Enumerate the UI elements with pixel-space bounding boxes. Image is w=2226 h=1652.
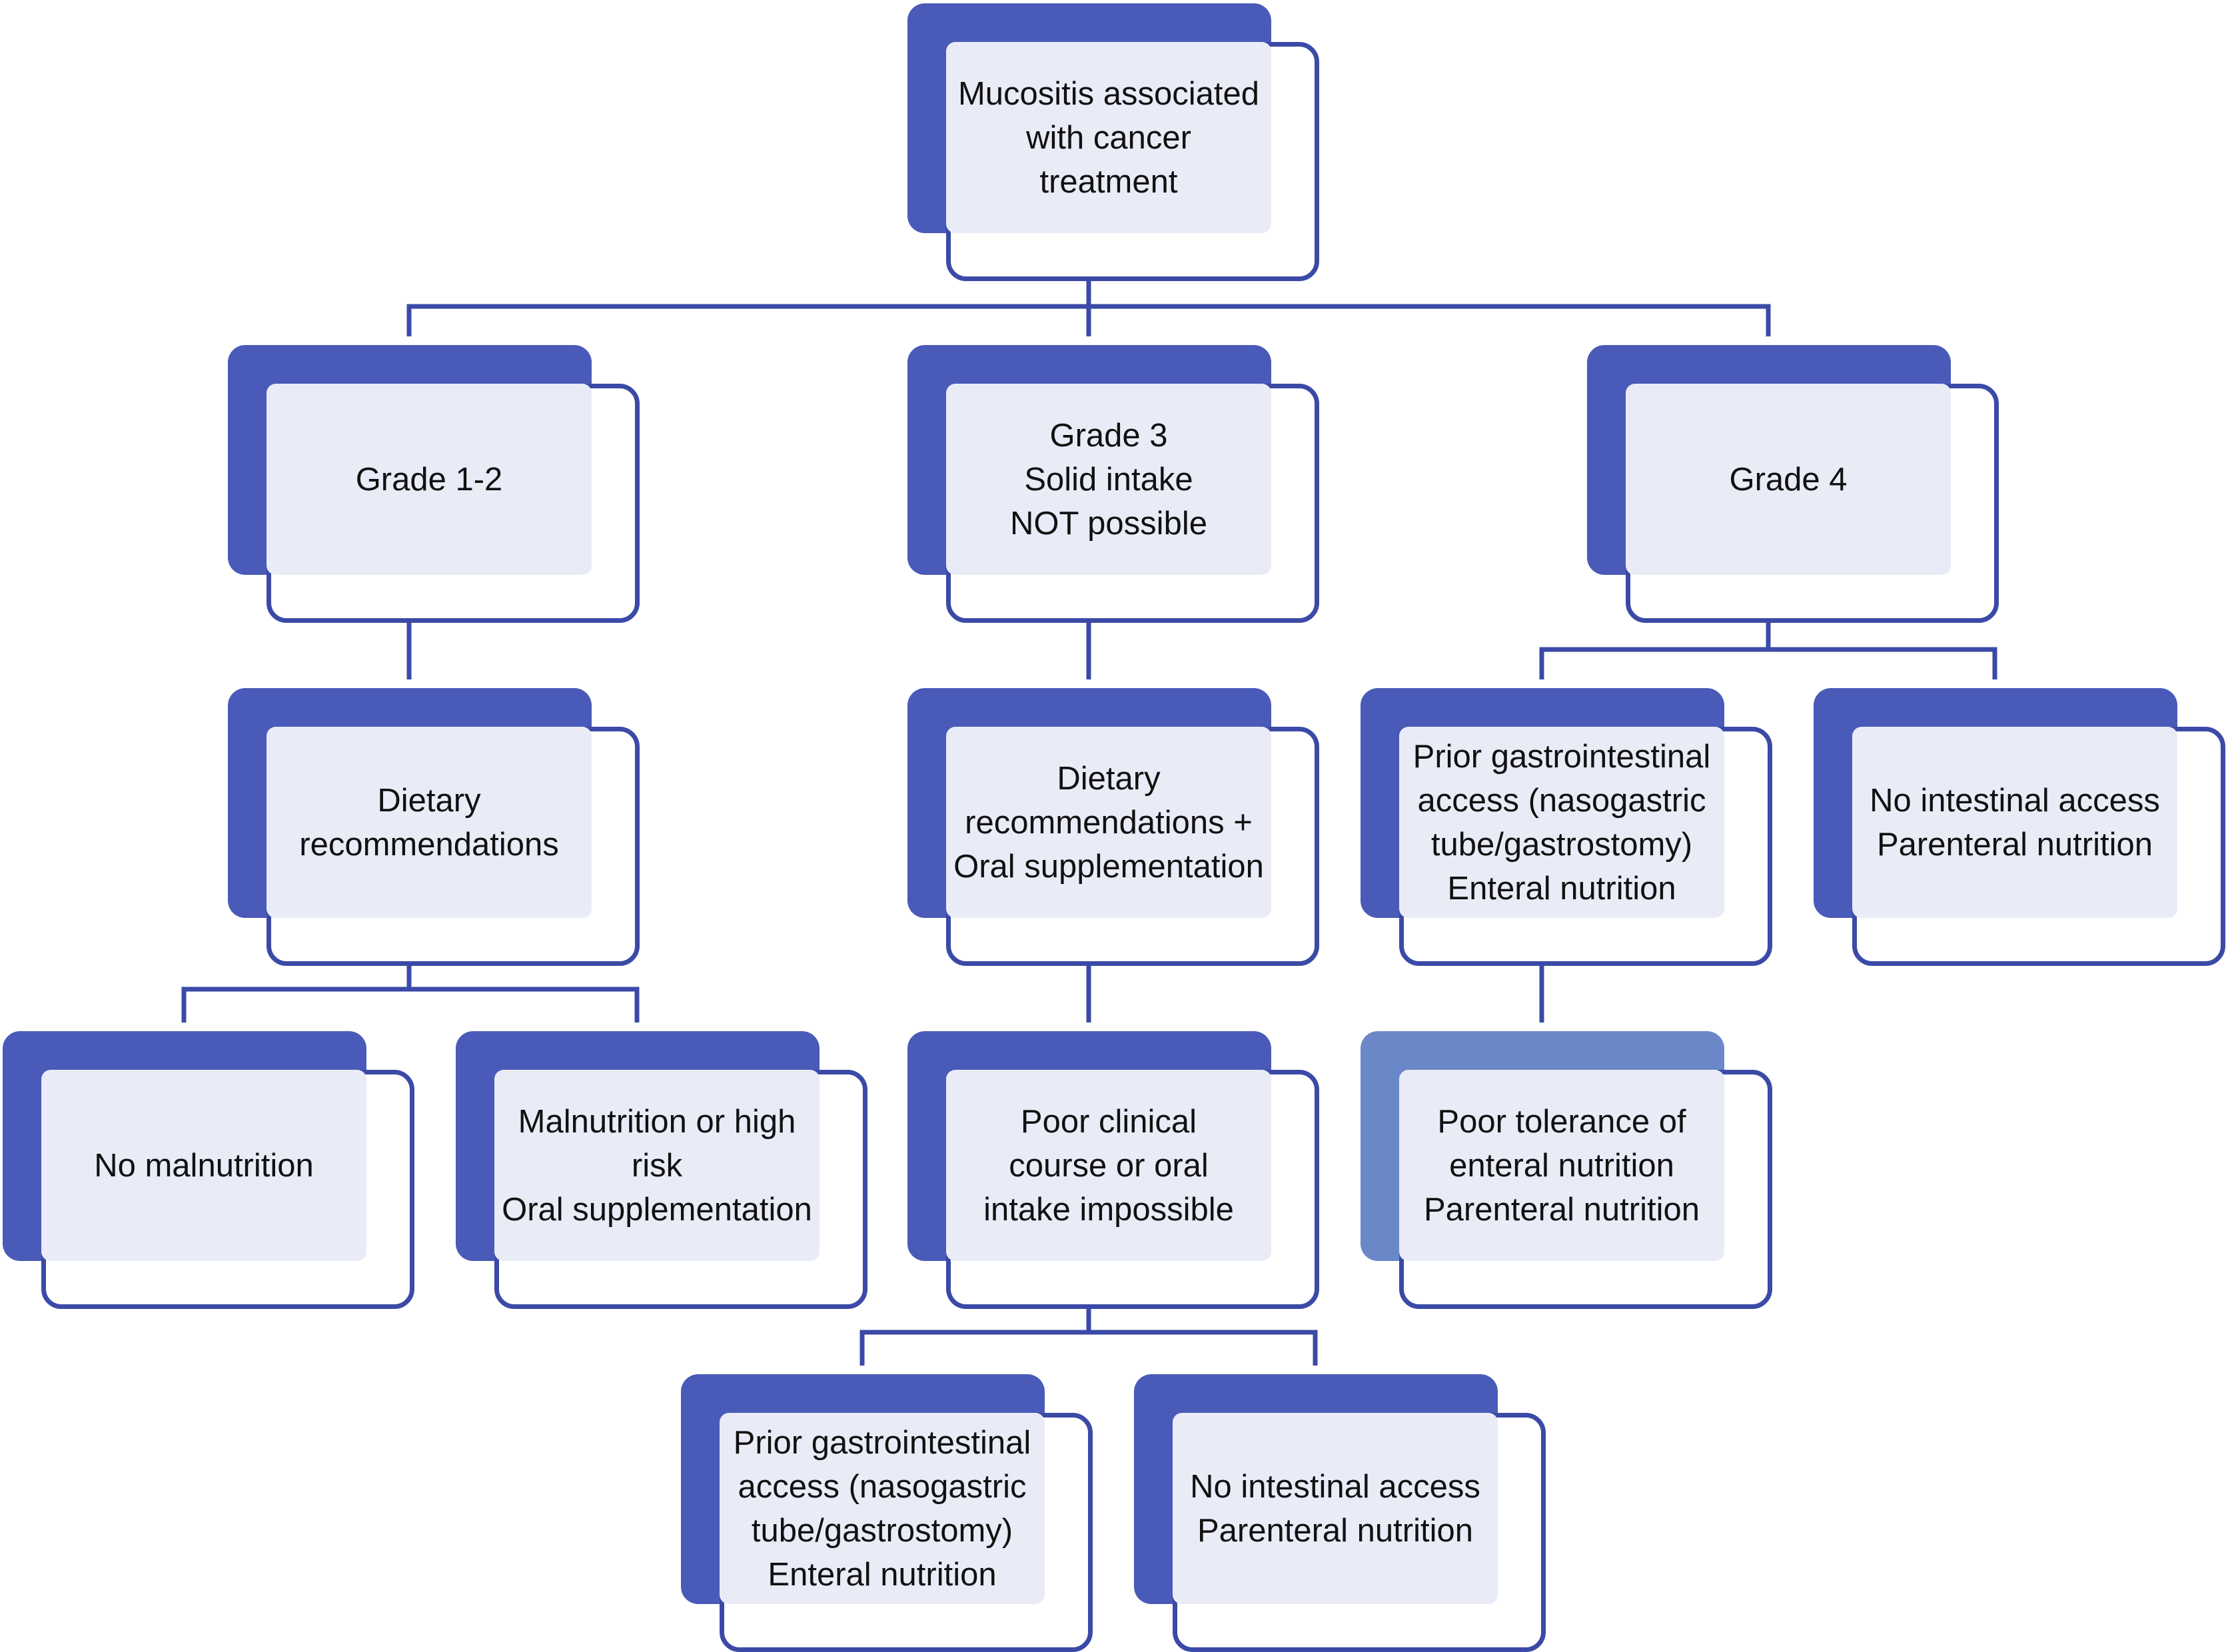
node-grade3-no-access-label: No intestinal access Parenteral nutritio… [1173,1413,1498,1604]
connector-poor-bar [859,1330,1318,1366]
node-poor-tolerance-label: Poor tolerance of enteral nutrition Pare… [1399,1070,1724,1261]
node-grade-1-2-label: Grade 1-2 [267,384,592,575]
node-dietary-oral-supplementation-label: Dietary recommendations + Oral supplemen… [946,727,1271,918]
connector-grade4-bar [1539,647,1997,679]
connector-dietary-bar [181,987,640,1023]
node-no-malnutrition-label: No malnutrition [41,1070,366,1261]
node-malnutrition-risk-label: Malnutrition or high risk Oral supplemen… [494,1070,820,1261]
node-grade-3-label: Grade 3 Solid intake NOT possible [946,384,1271,575]
node-grade3-prior-access-label: Prior gastrointestinal access (nasogastr… [720,1413,1045,1604]
node-dietary-recommendations-label: Dietary recommendations [267,727,592,918]
node-grade4-prior-access-label: Prior gastrointestinal access (nasogastr… [1399,727,1724,918]
node-grade-4-label: Grade 4 [1626,384,1951,575]
node-root-label: Mucositis associated with cancer treatme… [946,42,1271,233]
node-poor-clinical-course-label: Poor clinical course or oral intake impo… [946,1070,1271,1261]
node-grade4-no-access-label: No intestinal access Parenteral nutritio… [1852,727,2177,918]
